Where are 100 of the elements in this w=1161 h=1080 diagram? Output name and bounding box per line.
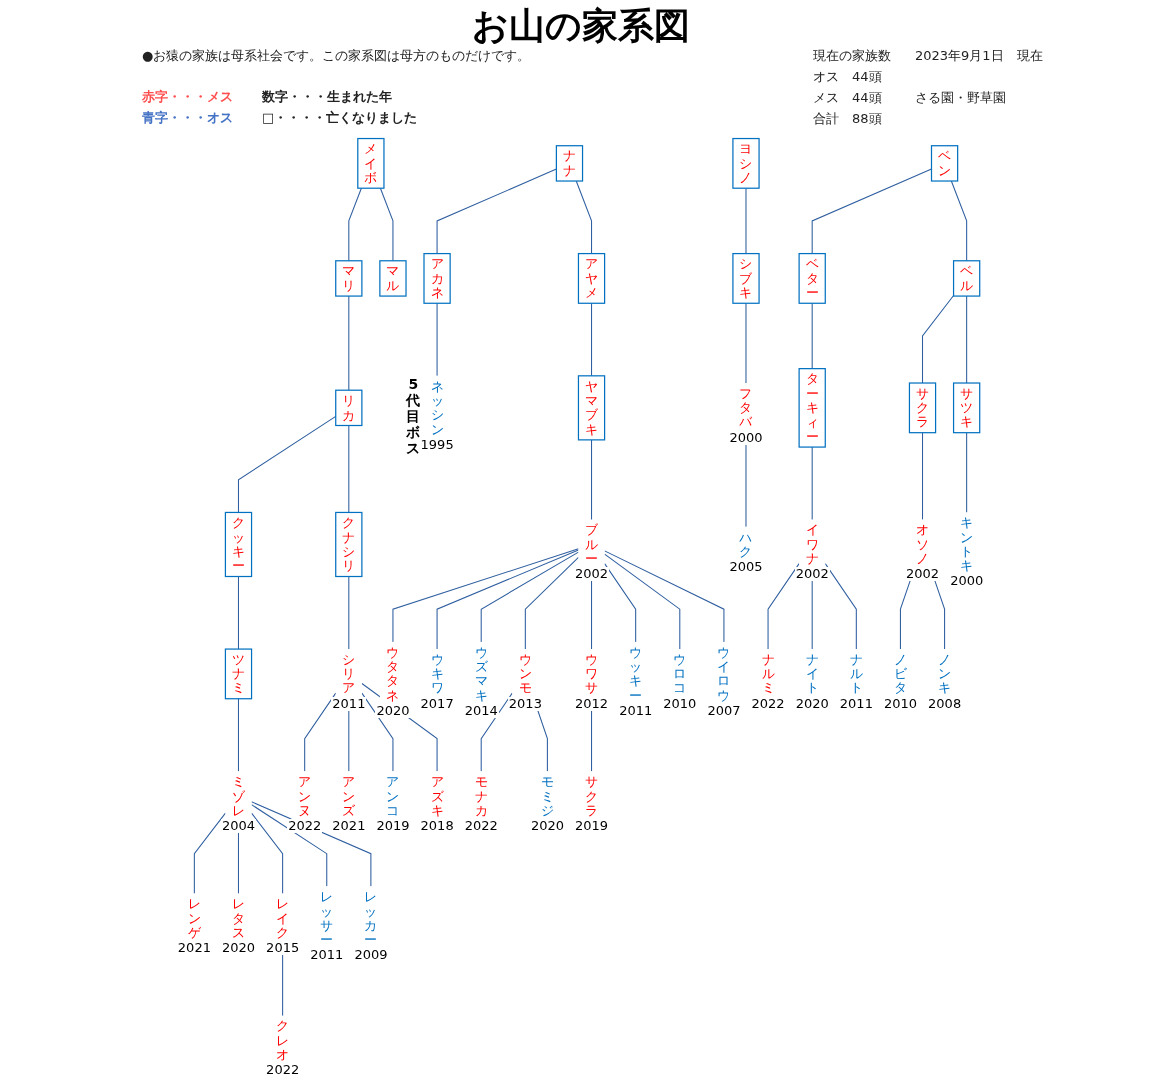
- connector: [604, 563, 637, 643]
- node-text: モナカ: [474, 773, 488, 819]
- connector: [591, 439, 593, 521]
- connector: [348, 575, 350, 650]
- node-text: レッサー: [320, 888, 334, 948]
- birth-year: 2002: [574, 567, 610, 582]
- connector: [575, 180, 593, 255]
- connector: [811, 302, 813, 370]
- node-text: ナルミ: [761, 651, 775, 696]
- connector: [251, 812, 284, 895]
- connector: [379, 187, 394, 262]
- connector: [436, 168, 557, 255]
- connector: [604, 553, 681, 650]
- node-text: アンヌ: [298, 773, 312, 819]
- node-text: モミジ: [540, 773, 554, 819]
- node-text: ノビタ: [893, 651, 907, 696]
- node-text: ナルト: [849, 651, 863, 696]
- node-box: ターキィー: [798, 368, 826, 448]
- node-text: フタバ: [739, 385, 753, 430]
- node-box: リカ: [335, 389, 363, 427]
- connector: [922, 294, 955, 384]
- node-text: レイク: [276, 896, 290, 941]
- node-box: サツキ: [952, 382, 981, 434]
- connector: [348, 187, 362, 262]
- legend-text: 青字・・・オス: [142, 109, 233, 127]
- node-text: ウズマキ: [474, 644, 488, 703]
- node-box: ヨシノ: [732, 137, 760, 189]
- node-box: アヤメ: [577, 252, 606, 304]
- connector: [950, 180, 968, 262]
- connector: [237, 575, 239, 650]
- node-text: ウンモ: [518, 651, 532, 696]
- legend-text: □・・・・亡くなりました: [262, 109, 418, 127]
- connector: [767, 563, 800, 650]
- connector: [480, 692, 513, 772]
- diagram-title: お山の家系図: [470, 4, 691, 48]
- node-text: サクラ: [584, 773, 599, 819]
- node-text: レンゲ: [187, 896, 201, 941]
- node-box: アカネ: [423, 252, 451, 304]
- node-text: ナイト: [805, 651, 819, 696]
- node-box: ベター: [798, 252, 826, 304]
- node-text: ハク: [739, 529, 753, 560]
- connector: [604, 550, 725, 643]
- note-text: 5代目ボス: [406, 375, 421, 456]
- stat-label: 現在の家族数: [813, 47, 891, 65]
- node-text: シリア: [342, 651, 356, 696]
- connector: [966, 432, 968, 513]
- node-text: キントキ: [960, 514, 974, 574]
- node-box: ツナミ: [224, 648, 253, 700]
- connector: [251, 804, 328, 887]
- connector: [591, 302, 593, 377]
- node-text: レッカー: [364, 888, 378, 948]
- node-text: ブルー: [584, 522, 599, 567]
- node-text: ウキワ: [430, 651, 444, 696]
- connector: [436, 549, 579, 650]
- connector: [922, 432, 924, 521]
- node-box: ベル: [952, 260, 981, 297]
- node-text: ノンキ: [938, 651, 952, 696]
- node-box: マル: [379, 260, 407, 297]
- node-box: ナナ: [555, 145, 584, 182]
- node-text: イワナ: [805, 522, 819, 567]
- node-text: アズキ: [430, 773, 444, 819]
- connector: [480, 551, 579, 643]
- node-box: クナシリ: [335, 511, 363, 578]
- connector: [304, 692, 337, 772]
- node-text: オソノ: [915, 522, 930, 567]
- connector: [348, 295, 350, 391]
- node-text: アンコ: [386, 773, 400, 819]
- birth-year: 2015: [265, 941, 301, 956]
- node-text: ウロコ: [673, 651, 687, 696]
- connector: [392, 548, 579, 643]
- connector: [361, 692, 394, 772]
- node-box: ベン: [930, 145, 959, 182]
- legend-text: 赤字・・・メス: [142, 88, 233, 106]
- birth-year: 2002: [794, 567, 830, 582]
- connector: [193, 812, 226, 895]
- connector: [524, 556, 579, 650]
- node-text: ネッシン: [430, 378, 444, 437]
- connector: [824, 563, 857, 650]
- connector: [348, 424, 350, 513]
- node-box: ヤマブキ: [577, 375, 606, 441]
- stat-text: 合計 88頭: [813, 110, 882, 128]
- connector: [745, 187, 747, 255]
- date-text: 2023年9月1日 現在: [915, 47, 1043, 65]
- connector: [237, 698, 239, 772]
- note-text: ●お猿の家族は母系社会です。この家系図は母方のものだけです。: [142, 47, 531, 65]
- stat-text: オス 44頭: [813, 68, 882, 86]
- place-text: さる園・野草園: [915, 89, 1006, 107]
- node-box: マリ: [335, 260, 363, 297]
- connector: [436, 302, 438, 377]
- node-text: クレオ: [276, 1018, 290, 1063]
- node-text: ウッキー: [629, 644, 643, 703]
- node-box: サクラ: [908, 382, 937, 434]
- node-box: シブキ: [732, 252, 760, 304]
- connector: [745, 302, 747, 384]
- legend-text: 数字・・・生まれた年: [262, 88, 392, 106]
- node-text: レタス: [231, 896, 246, 941]
- connector: [966, 295, 968, 384]
- node-text: ミゾレ: [231, 773, 246, 819]
- node-text: ウワサ: [584, 651, 599, 696]
- stat-text: メス 44頭: [813, 89, 882, 107]
